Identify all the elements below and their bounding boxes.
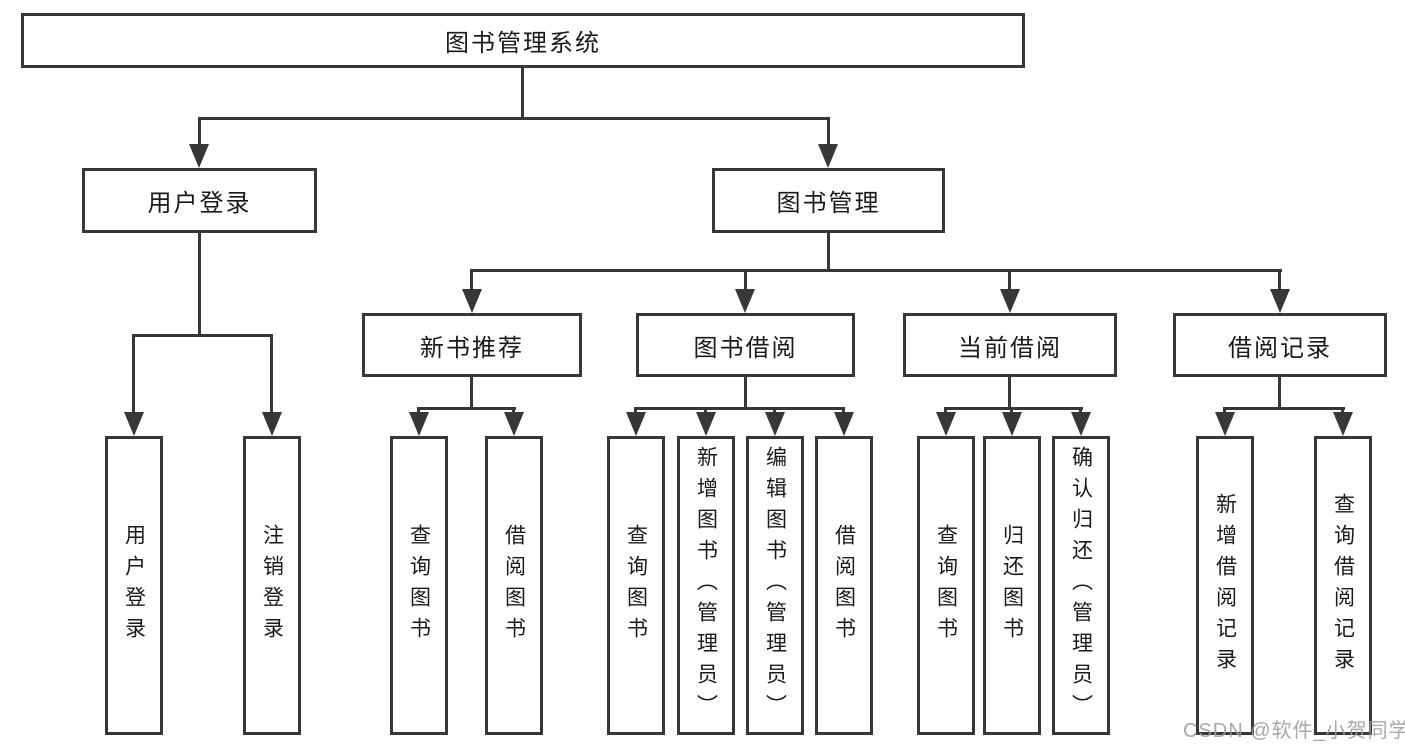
- arrow-down-icon: [1000, 289, 1020, 313]
- leaf-edit-book-admin: 编辑图书（管理员）: [746, 436, 804, 735]
- connector-drop-new-book: [470, 269, 473, 292]
- connector-current-borrow-branch: [944, 407, 1083, 410]
- connector-drop-borrow-records: [1278, 269, 1281, 292]
- arrow-down-icon: [834, 412, 854, 436]
- arrow-down-icon: [936, 412, 956, 436]
- connector-drop-user-login: [198, 117, 201, 149]
- node-book-borrow: 图书借阅: [636, 313, 855, 377]
- connector-drop-book-management: [827, 117, 830, 149]
- connector-borrow-records-branch: [1223, 407, 1345, 410]
- leaf-add-book-admin: 新增图书（管理员）: [677, 436, 735, 735]
- arrow-down-icon: [189, 144, 209, 168]
- connector-new-book-branch: [417, 407, 516, 410]
- node-borrow-records: 借阅记录: [1173, 313, 1387, 377]
- connector-drop-leaf: [842, 407, 845, 416]
- node-book-management: 图书管理: [712, 168, 945, 233]
- connector-root-branch: [198, 117, 830, 120]
- leaf-logout: 注销登录: [243, 436, 301, 735]
- connector-drop-leaf: [704, 407, 707, 416]
- arrow-down-icon: [1215, 412, 1235, 436]
- connector-book-management-trunk: [827, 233, 830, 271]
- leaf-add-borrow-record: 新增借阅记录: [1196, 436, 1254, 735]
- leaf-query-borrow-record: 查询借阅记录: [1314, 436, 1372, 735]
- node-user-login: 用户登录: [82, 168, 317, 233]
- connector-current-borrow-trunk: [1008, 377, 1011, 409]
- connector-drop-current-borrow: [1008, 269, 1011, 292]
- connector-drop-leaf: [132, 334, 135, 416]
- leaf-return-books: 归还图书: [983, 436, 1041, 735]
- node-new-book-recommend: 新书推荐: [362, 313, 582, 377]
- connector-drop-leaf: [512, 407, 515, 416]
- leaf-query-books-current: 查询图书: [917, 436, 975, 735]
- arrow-down-icon: [1333, 412, 1353, 436]
- leaf-query-books-recommend: 查询图书: [390, 436, 448, 735]
- connector-book-management-branch: [470, 269, 1282, 272]
- connector-drop-leaf: [1079, 407, 1082, 416]
- arrow-down-icon: [262, 412, 282, 436]
- node-current-borrow: 当前借阅: [903, 313, 1117, 377]
- connector-book-borrow-trunk: [744, 377, 747, 409]
- connector-root-trunk: [521, 68, 524, 118]
- leaf-borrow-books-recommend: 借阅图书: [485, 436, 543, 735]
- connector-drop-leaf: [634, 407, 637, 416]
- arrow-down-icon: [504, 412, 524, 436]
- connector-drop-leaf: [773, 407, 776, 416]
- connector-drop-book-borrow: [744, 269, 747, 292]
- arrow-down-icon: [735, 289, 755, 313]
- arrow-down-icon: [124, 412, 144, 436]
- arrow-down-icon: [1071, 412, 1091, 436]
- arrow-down-icon: [1002, 412, 1022, 436]
- connector-drop-leaf: [270, 334, 273, 416]
- connector-drop-leaf: [1341, 407, 1344, 416]
- leaf-confirm-return-admin: 确认归还（管理员）: [1052, 436, 1110, 735]
- arrow-down-icon: [818, 144, 838, 168]
- connector-drop-leaf: [1223, 407, 1226, 416]
- connector-new-book-trunk: [470, 377, 473, 409]
- leaf-borrow-books: 借阅图书: [815, 436, 873, 735]
- connector-drop-leaf: [417, 407, 420, 416]
- connector-book-borrow-branch: [634, 407, 845, 410]
- arrow-down-icon: [1270, 289, 1290, 313]
- connector-drop-leaf: [944, 407, 947, 416]
- arrow-down-icon: [765, 412, 785, 436]
- arrow-down-icon: [626, 412, 646, 436]
- arrow-down-icon: [409, 412, 429, 436]
- leaf-user-login: 用户登录: [105, 436, 163, 735]
- arrow-down-icon: [462, 289, 482, 313]
- arrow-down-icon: [696, 412, 716, 436]
- connector-borrow-records-trunk: [1278, 377, 1281, 409]
- connector-drop-leaf: [1010, 407, 1013, 416]
- connector-user-login-branch: [132, 334, 273, 337]
- csdn-watermark: CSDN @软件_小贺同学: [1183, 720, 1405, 742]
- leaf-query-books-borrow: 查询图书: [607, 436, 665, 735]
- connector-user-login-trunk: [198, 233, 201, 336]
- node-library-system: 图书管理系统: [21, 13, 1025, 68]
